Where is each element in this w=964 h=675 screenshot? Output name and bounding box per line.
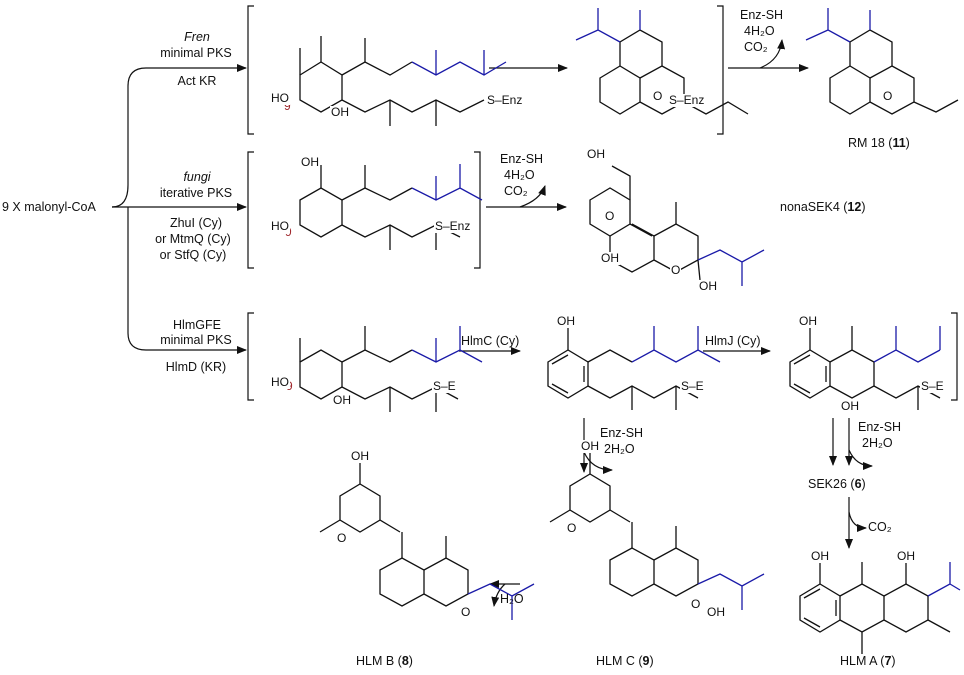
atom-o-hlmc-ring2: O — [690, 597, 702, 611]
structure-top-intermediate-2 — [575, 8, 749, 115]
bot-enzyme-2: minimal PKS — [160, 333, 232, 347]
atom-ho-top: HO — [270, 91, 290, 105]
structure-bot-intermediate-1 — [299, 326, 483, 412]
bracket-mid-right — [474, 151, 481, 269]
thioester-top-2: S–Enz — [668, 93, 706, 107]
step-hlmc: HlmC (Cy) — [461, 334, 520, 348]
atom-o-hlmb-ring: O — [336, 531, 348, 545]
atom-oh-hlmc: OH — [706, 605, 726, 619]
bracket-top-left — [247, 5, 254, 135]
arrow-down-sek26-loss — [848, 449, 873, 470]
atom-ho-mid: HO — [270, 219, 290, 233]
top-enzyme-1: Fren — [184, 30, 210, 44]
sek26-name: SEK26 (6) — [808, 477, 866, 491]
thioester-top-1: S–Enz — [486, 93, 524, 107]
atom-o-nonasek4-ring2: O — [670, 263, 682, 277]
bot-enzyme-3: HlmD (KR) — [165, 360, 227, 374]
structure-rm18 — [805, 8, 959, 115]
bot-loss-a-1: Enz-SH — [600, 426, 644, 440]
mid-cyclase-1: ZhuI (Cy) — [169, 216, 223, 230]
reaction-arrows — [459, 39, 873, 607]
bot-loss-a-2: 2H₂O — [604, 442, 635, 456]
arrow-down-hlma-loss — [848, 511, 867, 532]
mid-enzyme-2: iterative PKS — [159, 186, 233, 200]
thioester-bot-3: S–E — [920, 379, 945, 393]
thioester-mid: S–Enz — [434, 219, 472, 233]
top-enzyme-3: Act KR — [177, 74, 217, 88]
mid-cyclase-2: or MtmQ (Cy) — [155, 232, 231, 246]
structure-hlm-b — [319, 462, 535, 620]
structure-hlm-c — [549, 452, 765, 610]
step-hlmj: HlmJ (Cy) — [705, 334, 761, 348]
hlm-b-name: HLM B (8) — [356, 654, 413, 668]
intermediate-brackets — [247, 5, 958, 401]
co2-label: CO₂ — [868, 520, 892, 534]
thioester-bot-2: S–E — [680, 379, 705, 393]
structure-bot-intermediate-2 — [547, 326, 721, 410]
mid-loss-1: Enz-SH — [500, 152, 544, 166]
mid-loss-3: CO₂ — [504, 184, 528, 198]
top-loss-1: Enz-SH — [740, 8, 784, 22]
thioester-bot-1: S–E — [432, 379, 457, 393]
nonasek4-name: nonaSEK4 (12) — [780, 200, 866, 214]
bot-loss-b-2: 2H₂O — [862, 436, 893, 450]
upper-branch-curve — [111, 64, 247, 208]
hlm-a-name: HLM A (7) — [840, 654, 896, 668]
atom-o-top-ring: O — [652, 89, 664, 103]
start-label: 9 X malonyl-CoA — [2, 200, 96, 214]
structure-hlm-a — [799, 562, 961, 654]
atom-oh-nonasek4: OH — [600, 251, 620, 265]
arrow-top-2-loss — [759, 39, 786, 69]
arrow-down-hlmc-loss — [583, 451, 613, 474]
top-loss-3: CO₂ — [744, 40, 768, 54]
atom-oh-bot-4: OH — [840, 399, 860, 413]
lower-branch-curve — [127, 207, 247, 354]
atom-oh-hlma-1: OH — [810, 549, 830, 563]
bracket-bot-left — [247, 312, 254, 401]
rm18-name: RM 18 (11) — [848, 136, 910, 150]
bracket-mid-left — [247, 151, 254, 269]
structure-mid-intermediate — [299, 164, 483, 250]
top-enzyme-2: minimal PKS — [160, 46, 232, 60]
top-loss-2: 4H₂O — [744, 24, 775, 38]
bot-loss-b-1: Enz-SH — [858, 420, 902, 434]
atom-o-hlmb-ring2: O — [460, 605, 472, 619]
atom-oh-nonasek4-top: OH — [586, 147, 606, 161]
h2o-label: H₂O — [500, 592, 524, 606]
branch-arrows — [111, 64, 247, 354]
atom-ho-bot: HO — [270, 375, 290, 389]
atom-oh-hlmc-top: OH — [580, 439, 600, 453]
bracket-bot-right — [951, 312, 958, 401]
hlm-c-name: HLM C (9) — [596, 654, 654, 668]
mid-cyclase-3: or StfQ (Cy) — [159, 248, 227, 262]
locant-top: 9 — [283, 99, 292, 113]
arrow-mid-loss — [519, 185, 546, 208]
bracket-top-right — [717, 5, 724, 135]
atom-oh-bot-2: OH — [556, 314, 576, 328]
mid-loss-2: 4H₂O — [504, 168, 535, 182]
arrow-hlmb-loss — [491, 583, 506, 607]
structure-bot-intermediate-3 — [789, 326, 941, 410]
atom-oh-hlmb-top: OH — [350, 449, 370, 463]
mid-enzyme-1: fungi — [183, 170, 211, 184]
atom-oh-mid: OH — [300, 155, 320, 169]
structure-top-intermediate-1 — [299, 36, 507, 126]
atom-oh-nonasek4-b: OH — [698, 279, 718, 293]
atom-oh-bot-3: OH — [798, 314, 818, 328]
atom-o-rm18-ring: O — [882, 89, 894, 103]
atom-oh-bot: OH — [332, 393, 352, 407]
atom-oh-hlma-2: OH — [896, 549, 916, 563]
atom-o-hlmc-ring: O — [566, 521, 578, 535]
atom-oh-top: OH — [330, 105, 350, 119]
bot-enzyme-1: HlmGFE — [173, 318, 221, 332]
atom-o-nonasek4-ring1: O — [604, 209, 616, 223]
